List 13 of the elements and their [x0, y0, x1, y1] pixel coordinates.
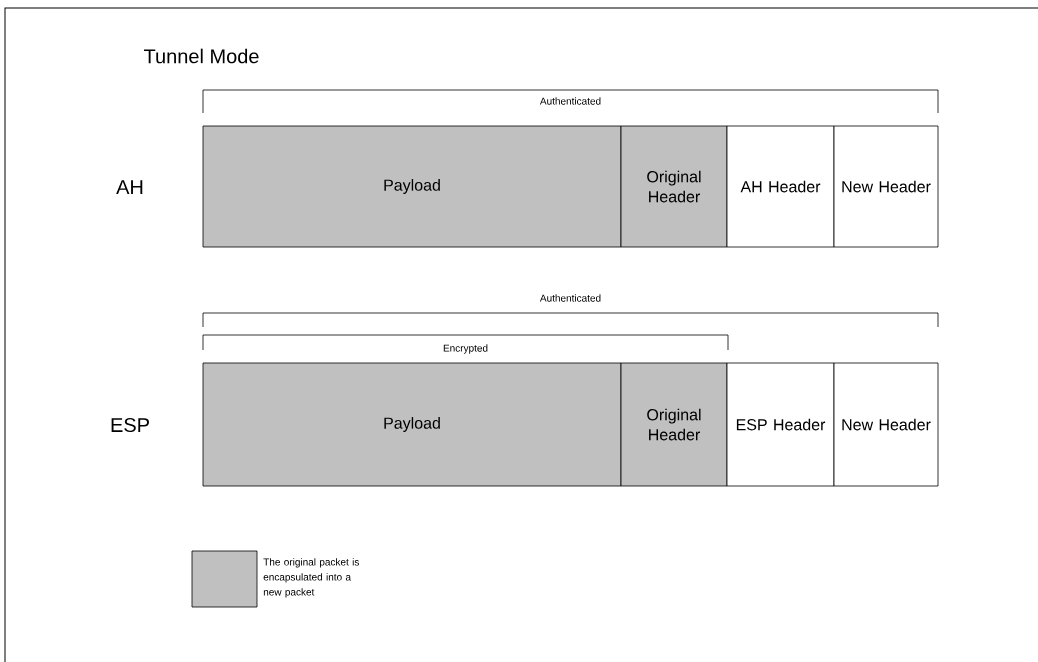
bracket-label: Authenticated: [539, 97, 601, 105]
packet-field: New Header: [833, 125, 939, 248]
packet-field: Original Header: [620, 125, 728, 248]
legend-text: The original packet is encapsulated into a new packet: [263, 558, 359, 598]
packet-field: ESP Header: [726, 362, 835, 487]
packet-field: Original Header: [620, 362, 728, 487]
packet-field: AH Header: [726, 125, 835, 248]
row-label: ESP: [111, 417, 149, 433]
bracket-label: Authenticated: [539, 294, 601, 302]
packet-field: New Header: [833, 362, 939, 487]
title: Tunnel Mode: [144, 48, 259, 64]
row-label: AH: [116, 180, 143, 194]
bracket-label: Encrypted: [443, 344, 488, 354]
